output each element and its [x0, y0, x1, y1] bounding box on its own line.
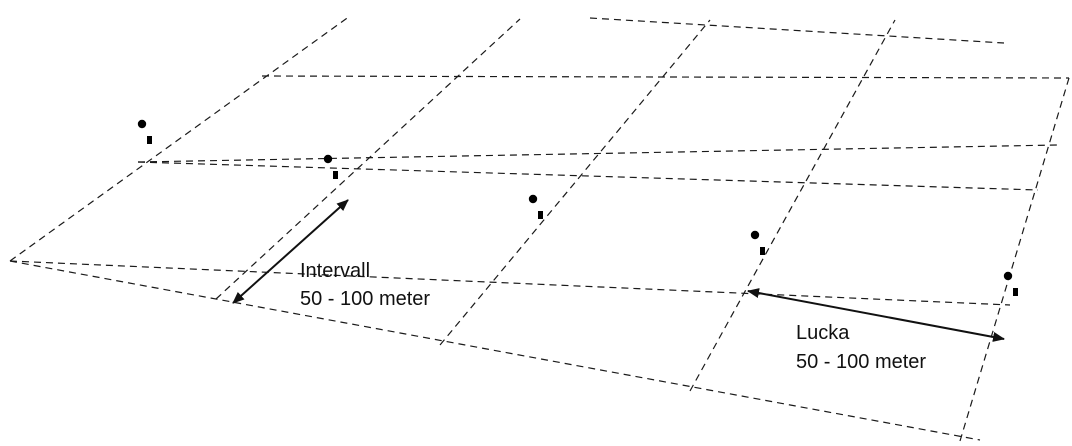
grid-line-right-edge: [959, 77, 1070, 442]
grid-line-diagonal-1: [215, 18, 521, 300]
gap-arrow: [747, 288, 1005, 342]
grid-line-left-edge: [9, 15, 351, 262]
grid-line-diagonal-3: [689, 19, 896, 392]
grid-line-middle-back: [137, 144, 1058, 163]
search-grid: [9, 15, 1070, 442]
searcher-1: [134, 118, 154, 163]
interval-title: Intervall: [300, 260, 370, 282]
grid-line-back: [261, 75, 1070, 79]
searcher-5: [1000, 270, 1020, 315]
grid-line-searcher-row: [9, 260, 1011, 306]
gap-range: 50 - 100 meter: [796, 351, 926, 373]
searcher-4: [747, 229, 767, 274]
searcher-2: [320, 153, 340, 198]
interval-arrow: [232, 199, 349, 304]
grid-line-front: [9, 260, 981, 441]
grid-line-diagonal-2: [439, 19, 711, 346]
grid-line-middle: [137, 161, 1039, 191]
measurement-arrows: [232, 199, 1005, 342]
interval-range: 50 - 100 meter: [300, 288, 430, 310]
gap-title: Lucka: [796, 322, 850, 344]
grid-line-far-back: [589, 17, 1005, 44]
